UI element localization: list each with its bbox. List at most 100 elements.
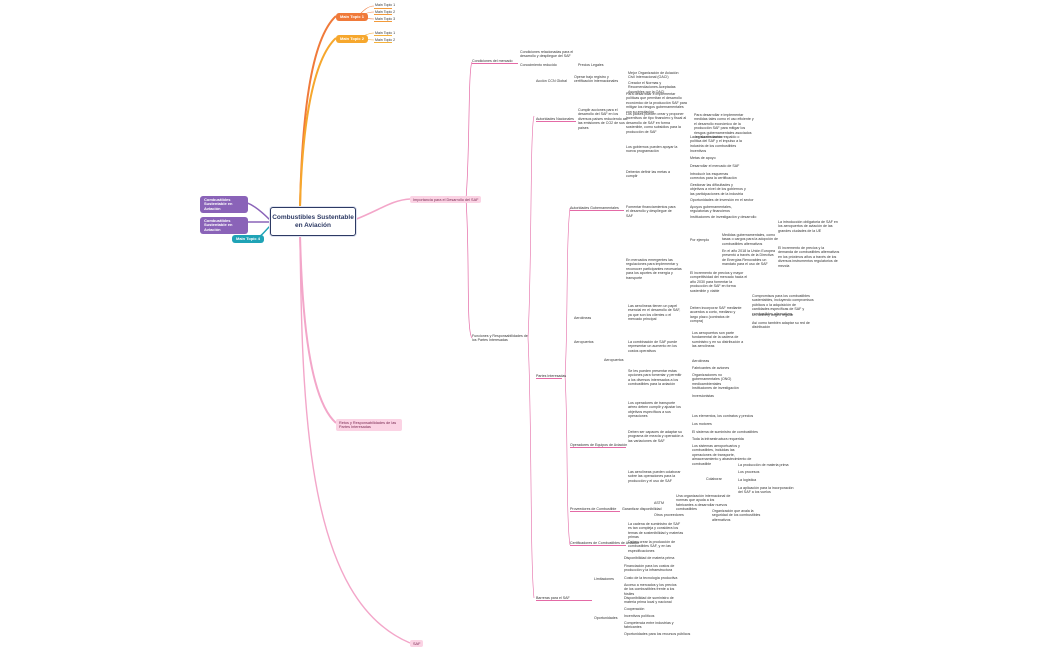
ag-leaf-3-3[interactable]: Instituciones de investigación y desarro… [690,215,757,219]
autoridades-c-1[interactable]: Para desarrollar e implementar medidas t… [694,113,754,140]
aerolineas-a[interactable]: Las aerolíneas tienen un papel esencial … [628,304,681,322]
barreras[interactable]: Barreras para el SAF [536,596,570,600]
barreras-a[interactable]: Limitaciones [594,577,614,581]
barreras-b-leaf-2[interactable]: Incentivos políticos [624,614,655,618]
aerolineas[interactable]: Aerolíneas [574,316,592,320]
mt2-sub-1[interactable]: Main Topic 1 [375,31,396,35]
funciones-topic[interactable]: Funciones y Responsabilidades de los Par… [472,334,528,343]
accion-leaf-1[interactable]: Mejor Organización de Aviación Civil Int… [628,71,679,80]
proveedores[interactable]: Proveedores de Combustible [570,507,617,511]
ag-leaf-3-1[interactable]: Oportunidades de inversión en el sector [690,198,754,202]
prov-b-3[interactable]: Una organización internacional de normas… [676,494,731,512]
cert-leaf-1[interactable]: La cadena de suministro de SAF es tan co… [628,522,684,540]
aeropuertos-leaf-3[interactable]: Fabricantes de aviones [692,366,730,370]
saf-bottom-topic[interactable]: SAF [410,640,424,648]
mt2-sub-2[interactable]: Main Topic 2 [375,38,396,42]
aeropuertos[interactable]: Aeropuertos [574,340,594,344]
ag-child-2[interactable]: Deberán definir las metas a cumplir [626,170,670,179]
ag-leaf-3-2[interactable]: Apoyos gubernamentales, regulatorias y f… [690,205,732,214]
ag-leaf-1-3[interactable]: Metas de apoyo [690,156,716,160]
aeropuertos-label[interactable]: Aeropuertos [604,358,624,362]
aerolineas-b[interactable]: Deben incorporar SAF mediante acuerdos a… [690,306,742,324]
prov-b-4[interactable]: Organización que avala la seguridad de l… [712,509,761,522]
aerolineas-leaf-1[interactable]: Compromisos para los combustibles susten… [752,294,814,316]
ag-leaf-1-1[interactable]: La legislación como respaldo o política … [690,135,742,148]
aeropuertos-leaf-2[interactable]: Aerolíneas [692,359,710,363]
importancia-topic[interactable]: Importancia para el Desarrollo del SAF [410,196,482,204]
operadores-sub[interactable]: Colaborar [706,477,722,481]
barreras-b[interactable]: Oportunidades [594,616,618,620]
prov-a[interactable]: Garantizar disponibilidad [622,507,662,511]
prov-b-1[interactable]: ASTM [654,501,664,505]
aerolineas-leaf-2[interactable]: Un delivery origen regular [752,313,794,317]
cm-child-1[interactable]: Condiciones relacionadas para el desarro… [520,50,574,59]
operadores-subleaf-2[interactable]: Los procesos [738,470,760,474]
left-topic-main-topic-4[interactable]: Main Topic 4 [232,235,264,243]
operadores-subleaf-4[interactable]: La aplicación para la incorporación del … [738,486,794,495]
barreras-a-leaf-4[interactable]: Acceso a mercados y los precios de los c… [624,583,677,596]
operadores-leaf-5[interactable]: Los sistemas aeroportuarios y combustibl… [692,444,752,466]
main-topic-1[interactable]: Main Topic 1 [336,13,368,21]
ag-leaf-2-1[interactable]: Desarrollar el mercado de SAF [690,164,740,168]
barreras-b-leaf-4[interactable]: Oportunidades para los recursos públicos [624,632,691,636]
accion-a[interactable]: Operar bajo registro y certificación int… [574,75,619,84]
root-topic[interactable]: Combustibles Sustentable en Aviación [270,207,356,236]
aeropuertos-a-1[interactable]: La combinación de SAF puede representar … [628,340,678,353]
ag-leaf-4b-2[interactable]: El incremento de precios y la demanda de… [778,246,840,268]
ag-leaf-2-3[interactable]: Gestionar las dificultades y objetivos a… [690,183,746,196]
aeropuertos-leaf-4[interactable]: Organizaciones no gubernamentales (ONG) … [692,373,732,386]
mt1-sub-3[interactable]: Main Topic 3 [375,17,396,21]
condiciones-mercado[interactable]: Condiciones del mercado [472,59,513,63]
ag-child-3[interactable]: Fomentar financiamientos para el desarro… [626,205,676,218]
aeropuertos-leaf-6[interactable]: Inversionistas [692,394,714,398]
autoridades-b-1[interactable]: Para desarrollar e implementar políticas… [626,92,687,114]
partes-interesadas[interactable]: Partes Interesadas [536,374,567,378]
barreras-a-leaf-2[interactable]: Financiación para los costos de producci… [624,564,675,573]
operadores-a-3[interactable]: Las aerolíneas pueden colaborar sobre la… [628,470,681,483]
operadores[interactable]: Operadores de Equipos de Aviación [570,443,628,447]
autoridades-b-2[interactable]: Los países pueden crear y proponer incen… [626,112,687,134]
aeropuertos-leaf-1[interactable]: Los aeropuertos son parte fundamental de… [692,331,744,349]
autoridades-a[interactable]: Cumplir acciones para el desarrollo del … [578,108,628,130]
barreras-a-leaf-3[interactable]: Costo de la tecnología productiva [624,576,678,580]
autoridades-gubernamentales[interactable]: Autoridades Gubernamentales [570,206,619,210]
ag-child-4[interactable]: En mercados emergentes las regulaciones … [626,258,682,280]
ag-leaf-1-2[interactable]: Incentivos [690,149,707,153]
accion-ccn[interactable]: Acción CCN Global [536,79,567,83]
operadores-a-2[interactable]: Deben ser capaces de adaptar su programa… [628,430,684,443]
ag-leaf-4a-1[interactable]: Medidas gubernamentales, como tasas o ca… [722,233,778,246]
operadores-subleaf-1[interactable]: La producción de materia prima [738,463,789,467]
main-topic-2[interactable]: Main Topic 2 [336,35,368,43]
cm-leaf[interactable]: Precios Legales [578,63,604,67]
barreras-b-leaf-3[interactable]: Competencia entre industrias y fabricant… [624,621,674,630]
left-topic-2[interactable]: Combustibles Sustentable en Aviación [200,217,248,234]
aeropuertos-leaf-5[interactable]: Instituciones de investigación [692,386,739,390]
prov-b-2[interactable]: Otros proveedores [654,513,684,517]
certificadores[interactable]: Certificadores de Combustibles de Aviaci… [570,541,640,545]
operadores-a-1[interactable]: Los operadores de transporte aéreo deben… [628,401,681,419]
aeropuertos-a-2[interactable]: Se les pueden presentar estas opciones p… [628,369,682,387]
barreras-b-leaf-1[interactable]: Cooperación [624,607,645,611]
ag-leaf-4-1[interactable]: Por ejemplo [690,238,710,242]
operadores-subleaf-3[interactable]: La logística [738,478,757,482]
left-topic-1[interactable]: Combustibles Sustentable en Aviación [200,196,248,213]
mt1-sub-2[interactable]: Main Topic 2 [375,10,396,14]
aerolineas-leaf-3[interactable]: Así como también adaptar su red de distr… [752,321,810,330]
ag-leaf-2-2[interactable]: Introducir los esquemas correctos para l… [690,172,737,181]
ag-leaf-4b-1[interactable]: La introducción obligatoria de SAF en lo… [778,220,838,233]
operadores-leaf-1[interactable]: Los elementos, los contratos y precios [692,414,754,418]
ag-child-1[interactable]: Los gobiernos pueden apoyar la nueva pro… [626,145,678,154]
cert-leaf-2[interactable]: Deben crear la producción de combustible… [628,540,676,553]
mt1-sub-1[interactable]: Main Topic 1 [375,3,396,7]
autoridades-nacionales[interactable]: Autoridades Nacionales [536,117,574,121]
accion-leaf-2[interactable]: Creador el Normas y Recomendaciones Acep… [628,81,676,94]
operadores-leaf-3[interactable]: El sistema de suministro de combustibles [692,430,758,434]
barreras-a-leaf-5[interactable]: Disponibilidad de suministro de materia … [624,596,674,605]
barreras-a-leaf-1[interactable]: Disponibilidad de materia prima [624,556,675,560]
cm-child-2[interactable]: Conocimiento reducido [520,63,557,67]
operadores-leaf-4[interactable]: Toda la infraestructura requerida [692,437,744,441]
retos-topic[interactable]: Retos y Responsabilidades de las Partes … [336,419,402,431]
ag-leaf-4-2[interactable]: El incremento de precios y mayor competi… [690,271,748,293]
operadores-leaf-2[interactable]: Los motores [692,422,712,426]
ag-leaf-4a-2[interactable]: En el año 2018 la Unión Europea presentó… [722,249,775,267]
